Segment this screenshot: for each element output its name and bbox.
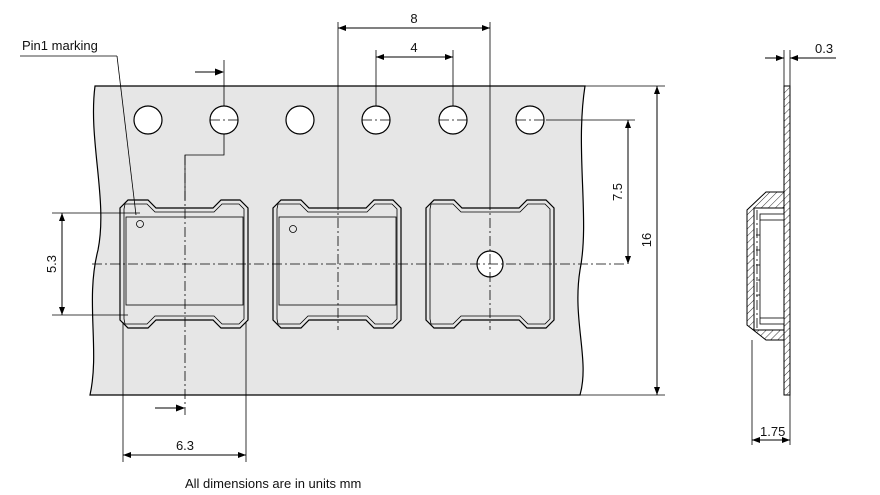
label-pocket-width: 6.3 (176, 438, 194, 453)
label-thickness: 0.3 (815, 41, 833, 56)
label-offset: 7.5 (610, 183, 625, 201)
label-pocket-height: 5.3 (44, 255, 59, 273)
side-view (746, 85, 791, 396)
bottom-ref-arrow (155, 404, 185, 412)
sprocket-ref-arrow (184, 60, 225, 200)
label-depth: 1.75 (760, 424, 785, 439)
dim-sprocket-pitch (375, 50, 454, 106)
sprocket-hole (285, 105, 315, 135)
pin1-dot (289, 225, 297, 233)
label-tape-width: 16 (639, 233, 654, 247)
label-pitch: 8 (410, 11, 417, 26)
dim-pocket-width (122, 322, 247, 462)
dim-pocket-height (52, 212, 140, 316)
pin1-leader (20, 55, 137, 216)
units-note: All dimensions are in units mm (185, 476, 361, 491)
dim-tape-width (580, 85, 665, 396)
pocket-2 (272, 199, 402, 329)
dim-pitch (337, 22, 491, 200)
dim-depth (751, 340, 791, 445)
dim-thickness (765, 50, 836, 86)
label-pin1: Pin1 marking (22, 38, 98, 53)
label-sprocket-pitch: 4 (410, 40, 417, 55)
dim-offset (546, 119, 635, 264)
sprocket-hole (133, 105, 163, 135)
pin1-dot (136, 220, 144, 228)
